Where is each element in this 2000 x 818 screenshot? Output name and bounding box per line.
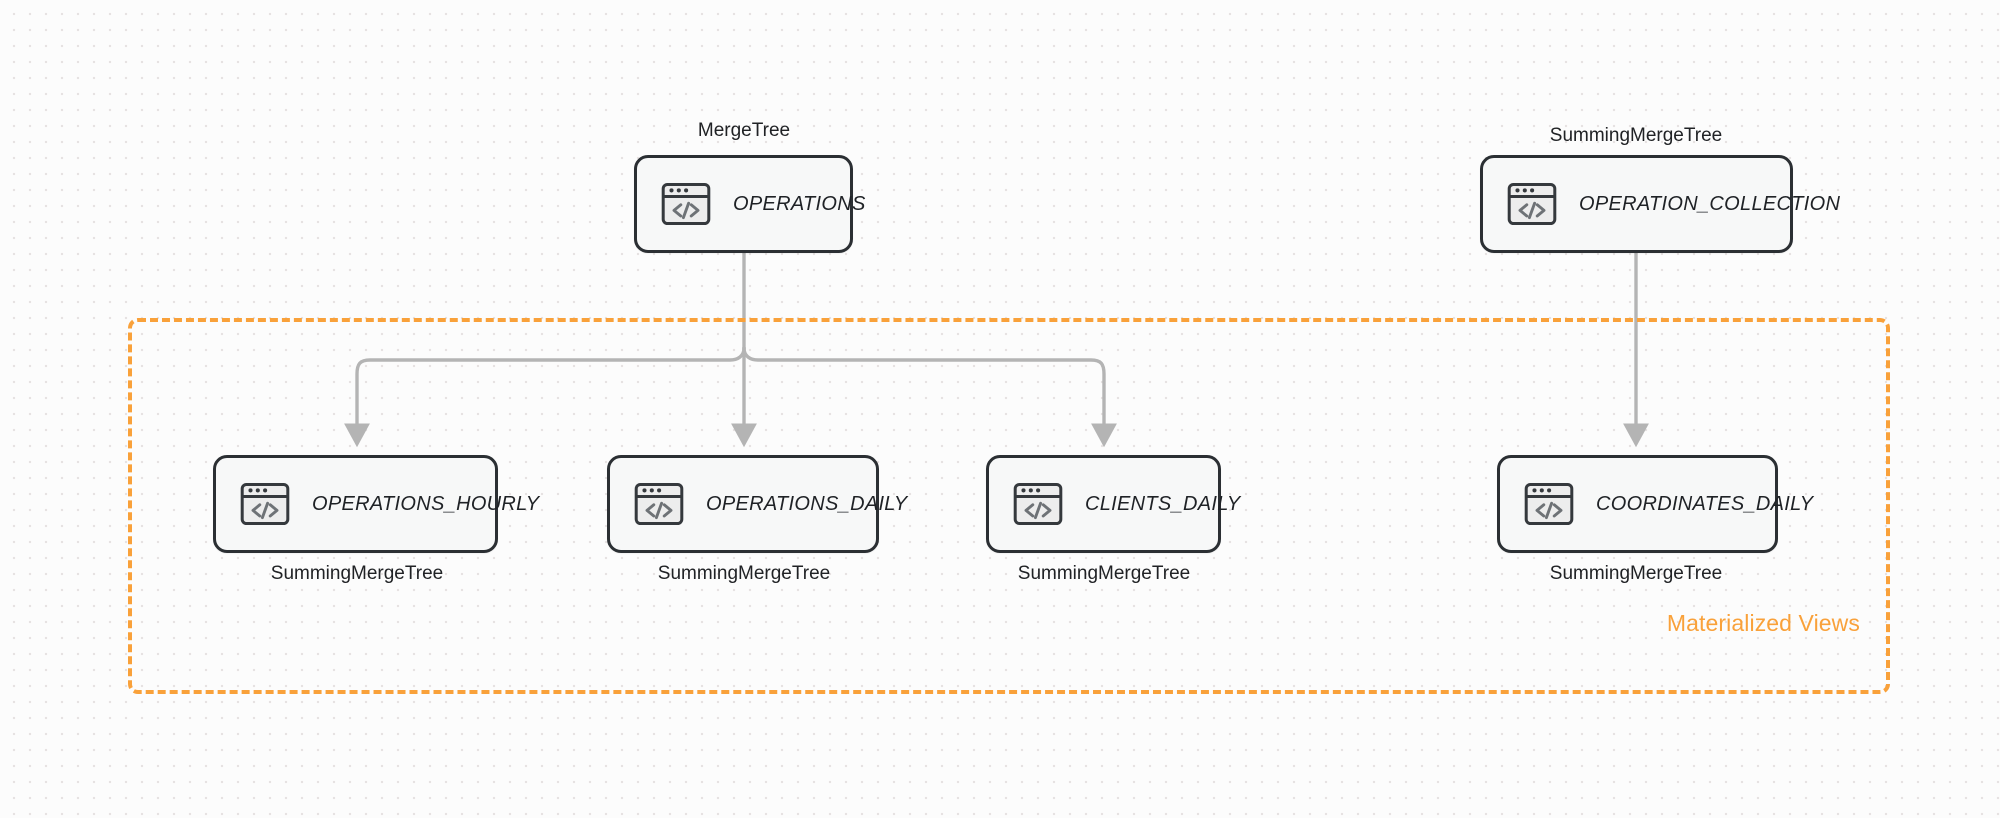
node-title-operations_daily: OPERATIONS_DAILY [706, 492, 908, 515]
node-operations_daily[interactable]: OPERATIONS_DAILY [607, 455, 907, 553]
engine-label-operations_daily: SummingMergeTree [657, 563, 831, 584]
node-title-clients_daily: CLIENTS_DAILY [1085, 492, 1241, 515]
node-operations_hourly[interactable]: OPERATIONS_HOURLY [213, 455, 539, 553]
code-window-icon [240, 483, 290, 525]
node-title-operations: OPERATIONS [733, 192, 866, 215]
engine-label-operations_hourly: SummingMergeTree [270, 563, 444, 584]
engine-label-coordinates_daily: SummingMergeTree [1549, 563, 1723, 584]
engine-label-operations: MergeTree [697, 120, 791, 141]
code-window-icon [661, 183, 711, 225]
materialized-views-group [128, 318, 1890, 694]
node-title-coordinates_daily: COORDINATES_DAILY [1596, 492, 1814, 515]
node-title-operations_hourly: OPERATIONS_HOURLY [312, 492, 540, 515]
materialized-views-label: Materialized Views [1666, 610, 1860, 636]
node-title-operation_collection: OPERATION_COLLECTION [1579, 192, 1841, 215]
engine-label-clients_daily: SummingMergeTree [1017, 563, 1191, 584]
code-window-icon [1524, 483, 1574, 525]
node-operation_collection[interactable]: OPERATION_COLLECTION [1480, 155, 1840, 253]
code-window-icon [1013, 483, 1063, 525]
node-operations[interactable]: OPERATIONS [634, 155, 865, 253]
node-coordinates_daily[interactable]: COORDINATES_DAILY [1497, 455, 1813, 553]
code-window-icon [634, 483, 684, 525]
node-clients_daily[interactable]: CLIENTS_DAILY [986, 455, 1240, 553]
code-window-icon [1507, 183, 1557, 225]
engine-label-operation_collection: SummingMergeTree [1549, 125, 1723, 146]
